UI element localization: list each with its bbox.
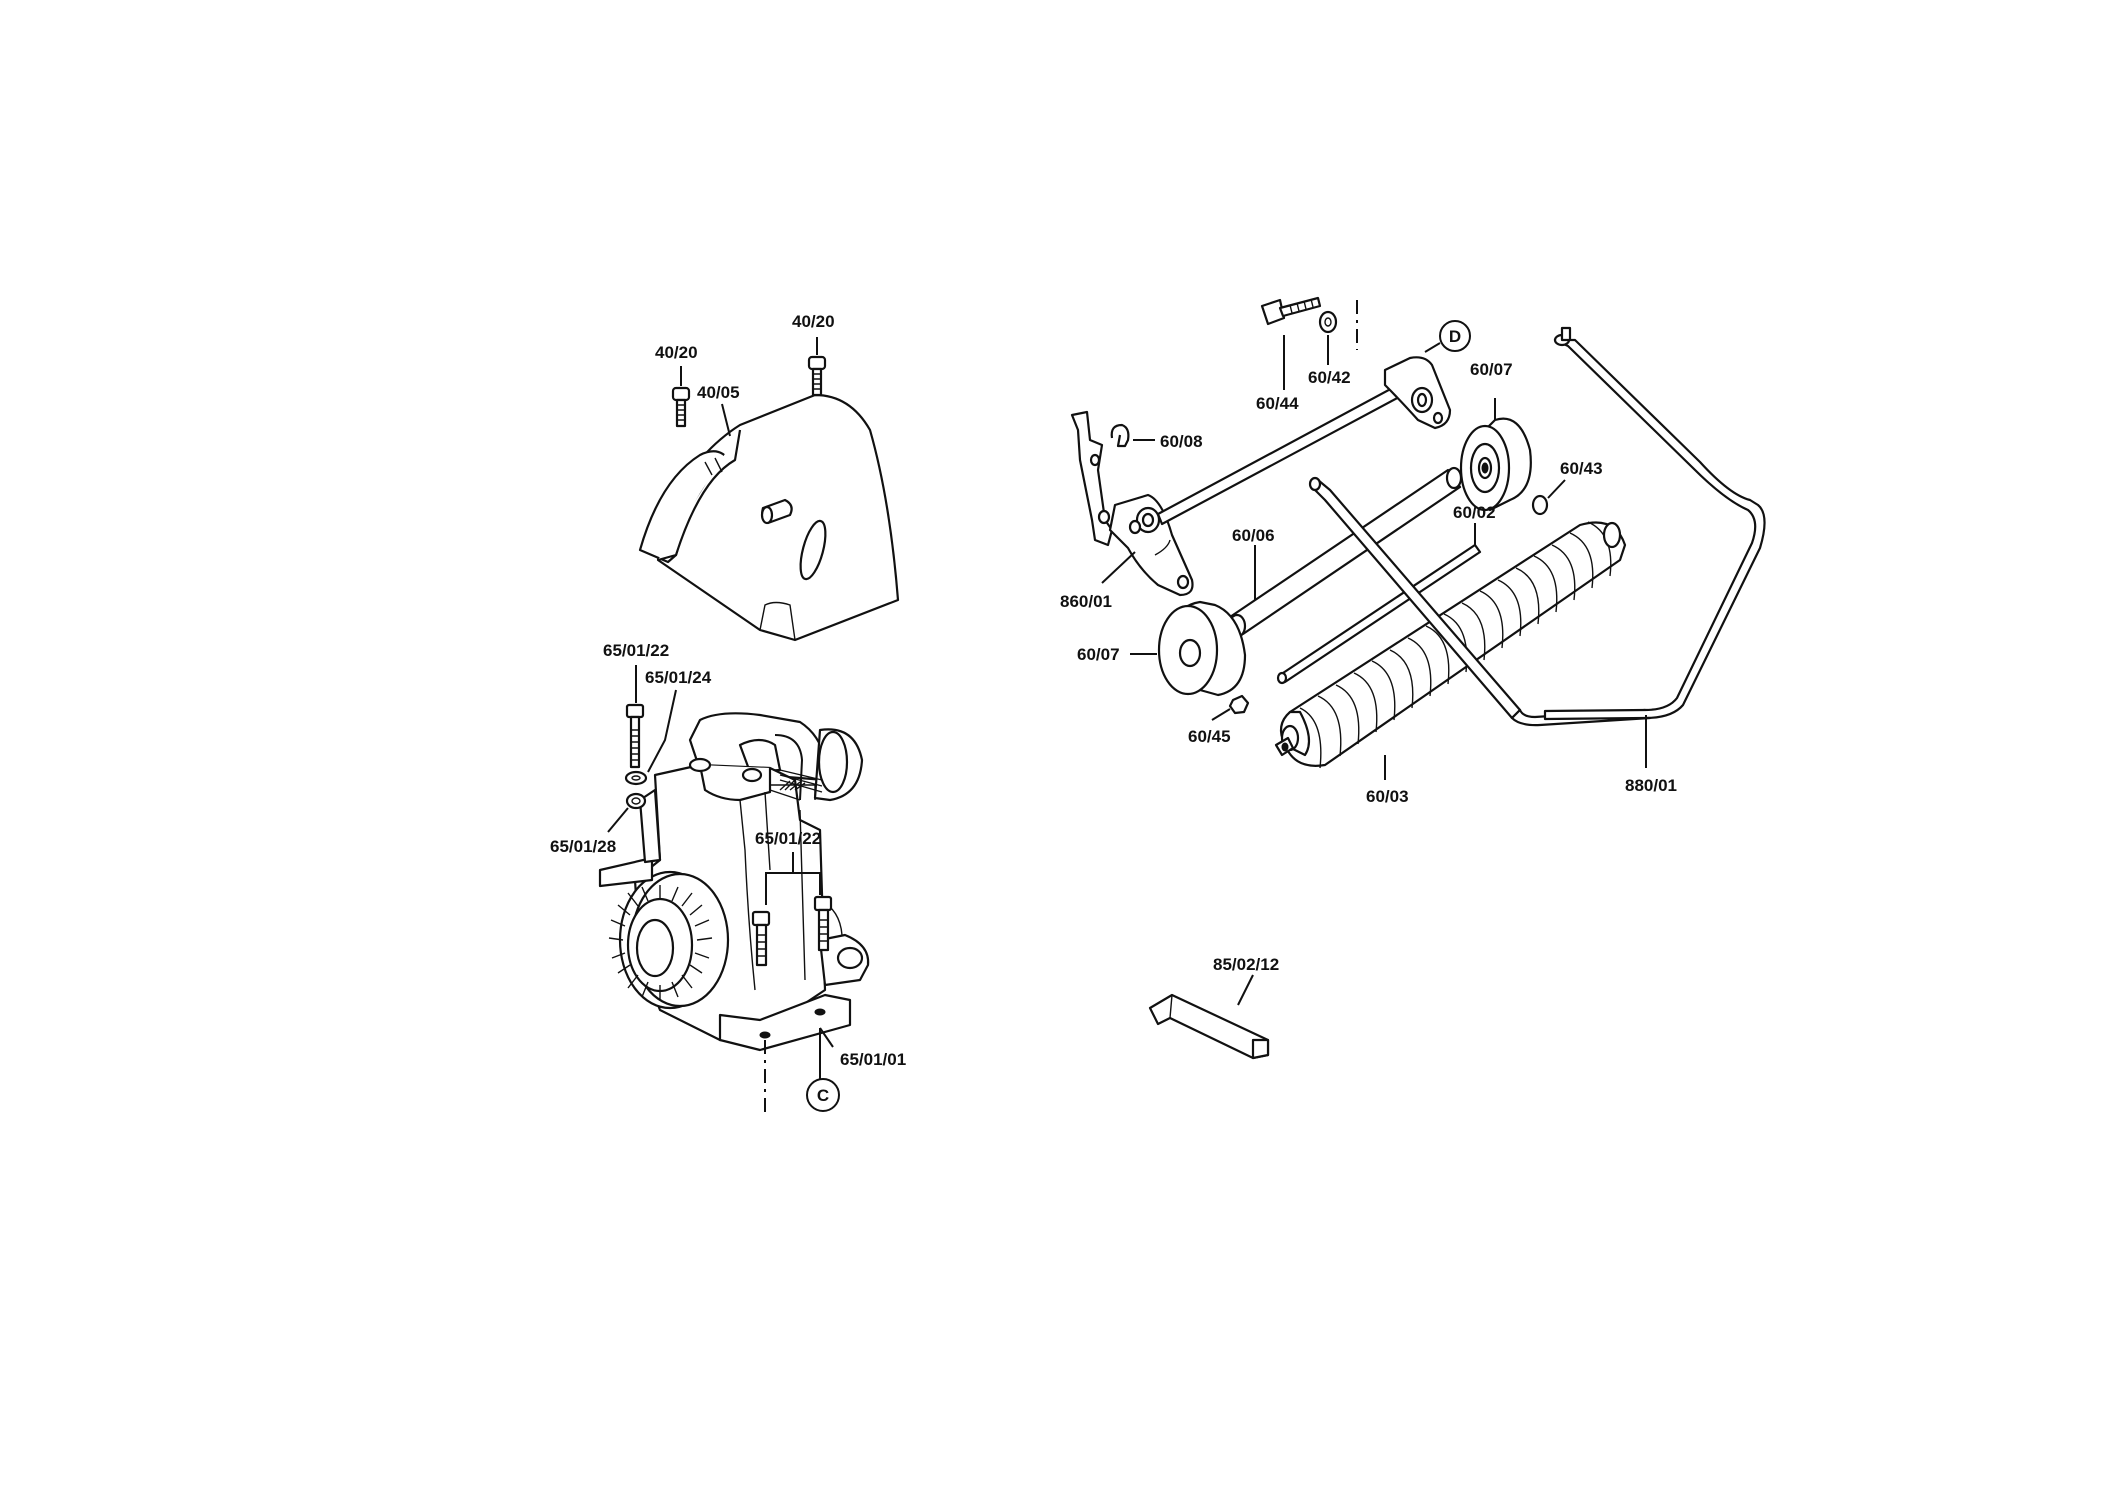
bolt-65-01-22-lower-right <box>813 895 833 952</box>
label-40-20-left: 40/20 <box>655 343 698 362</box>
bolt-65-01-22-top <box>625 703 645 769</box>
label-60-07-lower: 60/07 <box>1077 645 1120 664</box>
reference-marker-c <box>806 1078 840 1112</box>
washer-60-42 <box>1318 310 1338 334</box>
label-60-45: 60/45 <box>1188 727 1231 746</box>
label-60-07-upper: 60/07 <box>1470 360 1513 379</box>
label-60-42: 60/42 <box>1308 368 1351 387</box>
label-880-01: 880/01 <box>1625 776 1677 795</box>
label-860-01: 860/01 <box>1060 592 1112 611</box>
washer-65-01-28 <box>625 792 647 810</box>
nut-60-45 <box>1228 694 1250 715</box>
label-60-43: 60/43 <box>1560 459 1603 478</box>
label-85-02-12: 85/02/12 <box>1213 955 1279 974</box>
washer-65-01-24 <box>624 770 648 786</box>
roller-60-07-upper <box>1459 417 1532 512</box>
label-65-01-24: 65/01/24 <box>645 668 712 687</box>
label-65-01-28: 65/01/28 <box>550 837 616 856</box>
bolt-60-44 <box>1260 296 1322 326</box>
label-40-05: 40/05 <box>697 383 740 402</box>
roller-60-07-lower <box>1157 600 1247 697</box>
clip-60-08 <box>1110 423 1130 448</box>
handle-bar-880-01 <box>1543 326 1766 721</box>
label-65-01-22-lower: 65/01/22 <box>755 829 821 848</box>
label-60-06: 60/06 <box>1232 526 1275 545</box>
label-40-20-right: 40/20 <box>792 312 835 331</box>
screw-40-20-right <box>807 355 827 397</box>
label-65-01-01: 65/01/01 <box>840 1050 906 1069</box>
bracket-right <box>1383 356 1452 430</box>
washer-60-43 <box>1531 494 1549 516</box>
label-60-02: 60/02 <box>1453 503 1496 522</box>
bracket-860-01 <box>1070 410 1194 597</box>
svg-text:C: C <box>817 1086 829 1105</box>
label-60-44: 60/44 <box>1256 394 1299 413</box>
reference-marker-d <box>1439 320 1471 352</box>
svg-text:D: D <box>1449 327 1461 346</box>
engine <box>598 712 870 1052</box>
label-60-03: 60/03 <box>1366 787 1409 806</box>
label-65-01-22-top: 65/01/22 <box>603 641 669 660</box>
screw-40-20-left <box>671 386 691 428</box>
bolt-65-01-22-lower-left <box>751 910 771 967</box>
engine-cover <box>638 393 900 642</box>
label-60-08: 60/08 <box>1160 432 1203 451</box>
hex-key-85-02-12 <box>1148 993 1270 1060</box>
